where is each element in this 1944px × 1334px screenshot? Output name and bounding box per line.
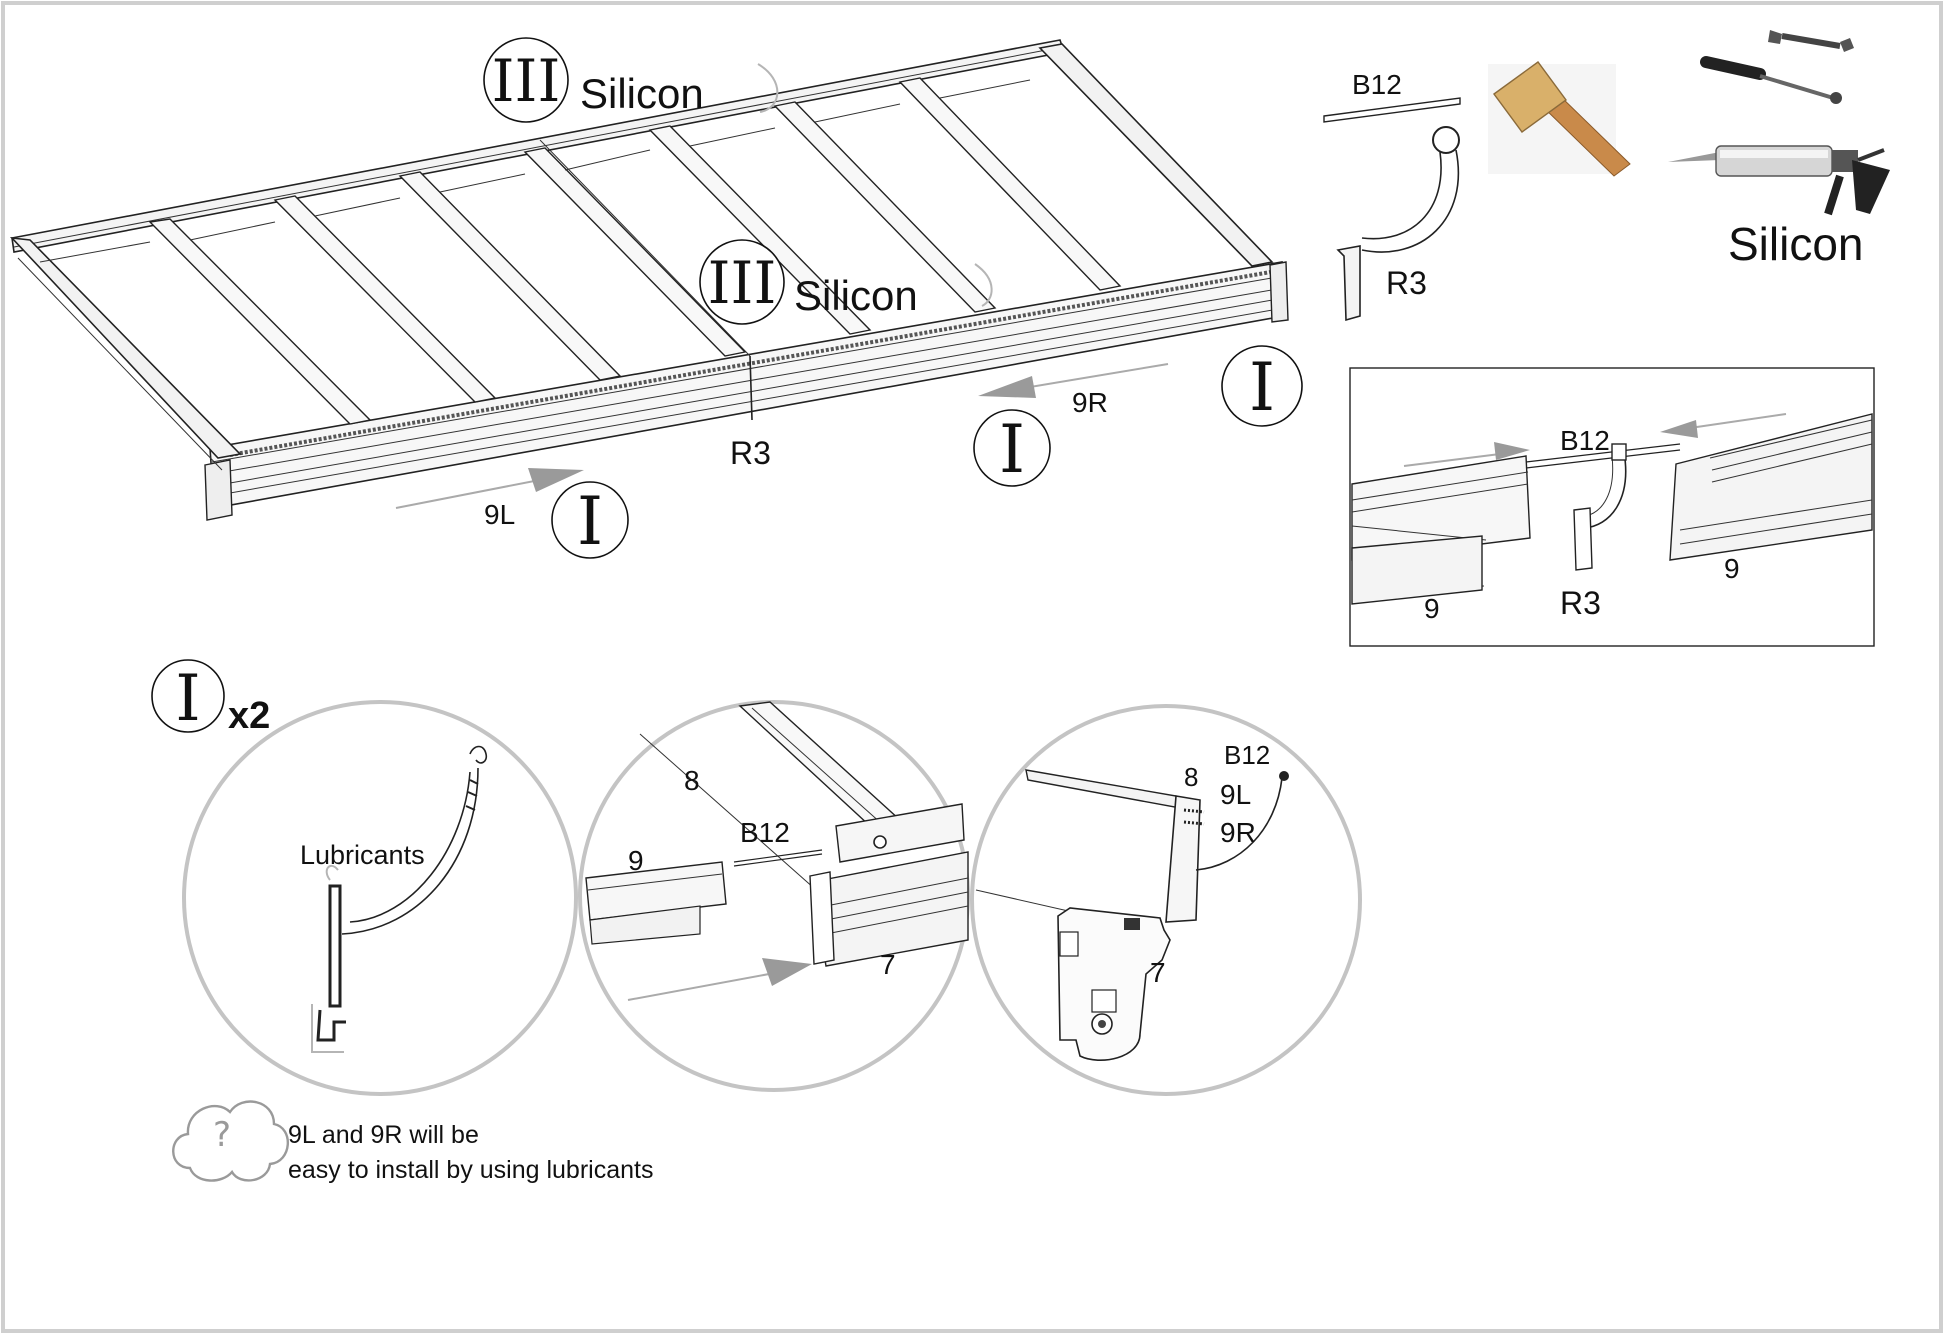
silicon-label-tools: Silicon [1728, 218, 1864, 270]
part-r3-bracket [1336, 126, 1460, 322]
label-r3-main: R3 [730, 435, 771, 471]
label-b12-circle3: B12 [1224, 740, 1270, 770]
svg-text:?: ? [213, 1115, 231, 1155]
label-8-circle2: 8 [684, 765, 700, 796]
label-9l-main: 9L [484, 499, 515, 530]
label-9l-circle3: 9L [1220, 779, 1251, 810]
screwdriver-icon [1700, 56, 1842, 104]
silicon-bead-top [757, 63, 779, 113]
note-line-2: easy to install by using lubricants [288, 1156, 654, 1184]
arrow-9l [395, 468, 584, 509]
step-mark-one-right: I [1221, 345, 1303, 427]
caulking-gun-icon [1668, 145, 1890, 216]
label-9-detail-right: 9 [1724, 553, 1740, 584]
svg-text:I: I [1249, 349, 1275, 426]
silicon-label-top: Silicon [580, 70, 704, 117]
label-8-circle3: 8 [1184, 762, 1198, 792]
label-7-circle2: 7 [880, 949, 896, 980]
wrench-icon [1768, 30, 1854, 52]
roof-frame [9, 39, 1289, 521]
label-b12-circle2: B12 [740, 817, 790, 848]
label-r3-detail: R3 [1560, 585, 1601, 621]
step-mark-one-mid: I [973, 409, 1051, 488]
detail-box-b12-r3 [1349, 367, 1875, 647]
mallet-icon [1488, 61, 1631, 177]
svg-text:III: III [492, 47, 561, 115]
silicon-bead-mid [974, 263, 993, 307]
label-9r-circle3: 9R [1220, 817, 1256, 848]
part-b12-rod [1323, 97, 1461, 123]
rafters [148, 77, 1122, 425]
label-b12-detail: B12 [1560, 425, 1610, 456]
lubricant-note: 9L and 9R will be easy to install by usi… [288, 1118, 708, 1188]
label-b12-parts: B12 [1352, 69, 1402, 100]
step-mark-three-top: III [483, 37, 569, 123]
detail-circle-lubricants [182, 700, 578, 1096]
detail-circle-gutter-joint [578, 700, 970, 1092]
step-mark-one-left: I [551, 481, 629, 560]
lubricants-label: Lubricants [300, 840, 425, 870]
label-9-circle2: 9 [628, 845, 644, 876]
step-mark-three-mid: III [699, 239, 785, 325]
detail-circle-cross-section [970, 704, 1362, 1096]
label-9-detail-left: 9 [1424, 593, 1440, 624]
svg-text:I: I [999, 411, 1025, 488]
step-mark-one-x2: I [151, 659, 225, 736]
svg-text:I: I [175, 662, 200, 736]
label-r3-parts: R3 [1386, 265, 1427, 301]
svg-text:I: I [577, 483, 603, 560]
label-7-circle3: 7 [1150, 957, 1166, 988]
note-line-1: 9L and 9R will be [288, 1121, 479, 1149]
label-9r-main: 9R [1072, 387, 1108, 418]
silicon-label-mid: Silicon [794, 272, 918, 319]
arrow-9r [978, 363, 1169, 398]
question-cloud-icon: ? [172, 1100, 290, 1182]
svg-text:III: III [708, 249, 777, 317]
multiplier-label: x2 [228, 695, 270, 737]
